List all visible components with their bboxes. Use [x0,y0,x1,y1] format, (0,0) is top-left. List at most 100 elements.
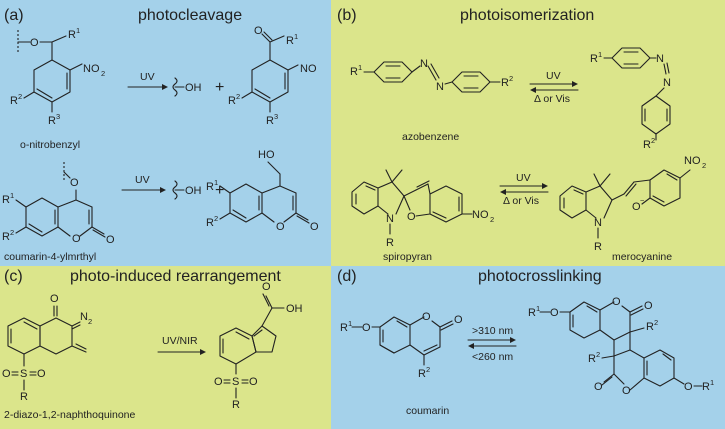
coumarin-caption: coumarin [406,405,449,417]
svg-text:R: R [528,307,536,319]
spiropyran-caption: spiropyran [383,251,432,263]
svg-text:2: 2 [88,317,92,326]
arrow-uv-top: UV [140,71,155,83]
svg-text:R: R [594,241,602,253]
svg-text:O: O [362,322,371,334]
svg-text:R: R [228,95,236,107]
svg-text:R: R [702,381,710,393]
svg-text:2: 2 [101,69,105,78]
svg-text:N: N [80,311,88,323]
svg-text:R: R [68,29,76,41]
azo-forward-label: UV [546,70,561,82]
crosslink-reverse-label: <260 nm [472,351,513,363]
svg-text:O: O [50,293,59,305]
svg-text:O: O [644,300,653,312]
svg-text:O: O [276,221,285,233]
arrow-uv-bottom: UV [135,174,150,186]
merocyanine-caption: merocyanine [612,251,672,263]
svg-text:O: O [622,385,631,397]
svg-text:R: R [266,115,274,127]
panel-photoisomerization [331,0,725,266]
panel-d-title: photocrosslinking [478,268,602,285]
diazonaphthoquinone-caption: 2-diazo-1,2-naphthoquinone [4,409,136,421]
svg-text:O: O [37,368,46,380]
svg-text:O: O [262,281,271,293]
svg-text:O: O [612,296,621,308]
svg-text:2: 2 [10,228,14,237]
svg-text:S: S [20,368,27,380]
svg-text:O: O [454,314,463,326]
svg-text:R: R [643,139,651,151]
svg-text:O: O [72,233,81,245]
svg-text:NO: NO [684,155,701,167]
svg-text:3: 3 [274,112,278,121]
svg-text:1: 1 [214,178,218,187]
panel-a-title: photocleavage [138,7,243,24]
svg-text:O: O [249,376,258,388]
panel-d-label: (d) [337,268,357,285]
nitrobenzyl-caption: o-nitrobenzyl [20,139,80,151]
svg-text:O: O [594,381,603,393]
svg-text:R: R [386,237,394,249]
svg-text:O: O [684,381,693,393]
svg-text:O: O [2,368,11,380]
svg-text:R: R [232,399,240,411]
svg-text:1: 1 [10,191,14,200]
svg-text:R: R [48,115,56,127]
svg-text:N: N [594,217,602,229]
svg-text:S: S [232,376,239,388]
svg-text:R: R [2,194,10,206]
panel-b-label: (b) [337,7,357,24]
svg-text:2: 2 [236,92,240,101]
svg-text:1: 1 [536,304,540,313]
svg-text:2: 2 [596,350,600,359]
svg-text:2: 2 [214,214,218,223]
svg-text:2: 2 [490,215,494,224]
svg-text:R: R [20,391,28,403]
svg-text:N: N [436,81,444,93]
svg-text:O: O [106,234,115,246]
azobenzene-caption: azobenzene [402,131,459,143]
svg-text:2: 2 [651,136,655,145]
svg-text:R: R [2,231,10,243]
svg-text:O: O [214,376,223,388]
svg-text:1: 1 [76,26,80,35]
svg-text:O: O [254,25,263,37]
plus-bottom: + [215,182,224,199]
crosslink-forward-label: >310 nm [472,325,513,337]
svg-text:2: 2 [702,161,706,170]
oh-label-bottom: OH [185,185,202,197]
svg-text:2: 2 [654,318,658,327]
svg-text:2: 2 [18,92,22,101]
svg-text:O: O [632,201,641,213]
oh-label-top: OH [185,82,202,94]
svg-text:N: N [386,213,394,225]
svg-text:O: O [70,177,79,189]
svg-text:O: O [550,307,559,319]
svg-text:2: 2 [426,365,430,374]
svg-text:NO: NO [472,209,489,221]
svg-text:1: 1 [358,63,362,72]
svg-text:R: R [646,321,654,333]
spiro-forward-label: UV [516,172,531,184]
uv-nir-arrow-label: UV/NIR [162,335,198,347]
svg-text:HO: HO [258,149,275,161]
azo-reverse-label: Δ or Vis [534,93,570,105]
panel-c-title: photo-induced rearrangement [70,268,281,285]
svg-text:R: R [350,66,358,78]
svg-text:3: 3 [56,112,60,121]
spiro-reverse-label: Δ or Vis [503,195,539,207]
svg-text:−: − [640,196,645,205]
plus-top: + [215,79,224,96]
panel-photocrosslinking [331,266,725,429]
